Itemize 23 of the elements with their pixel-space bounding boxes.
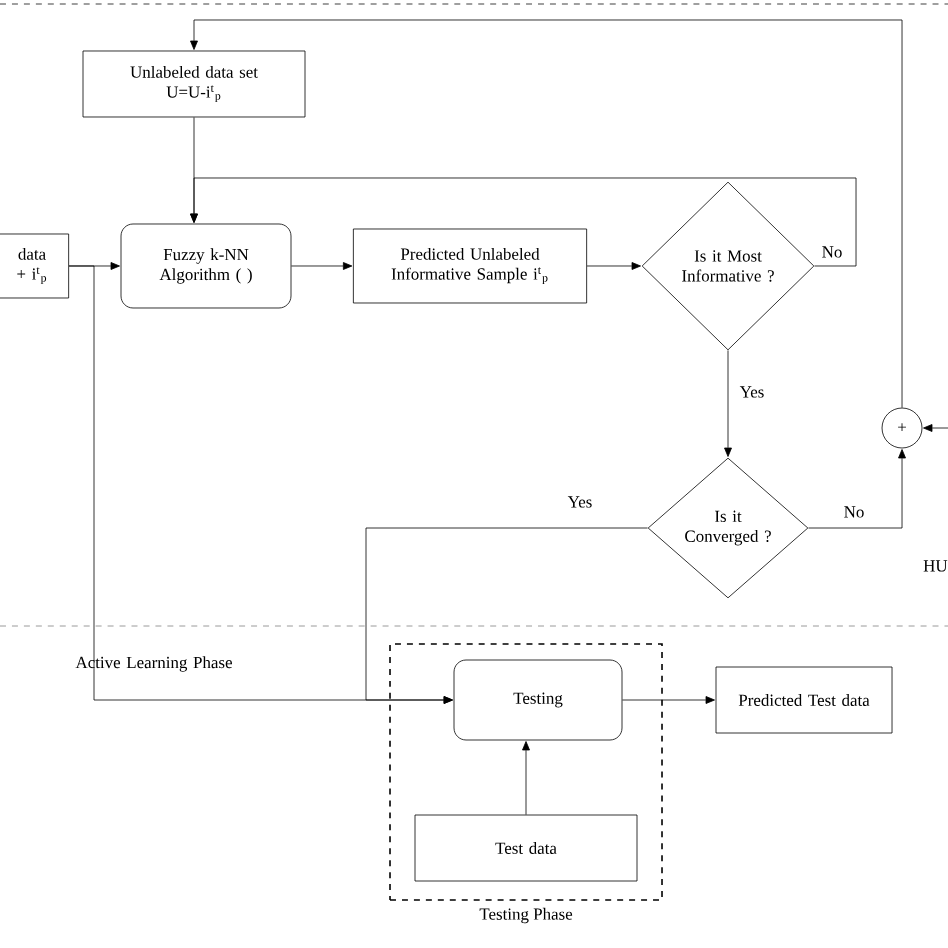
edge-label: No: [841, 504, 867, 520]
edge-label: No: [819, 244, 845, 260]
edge-label: Yes: [565, 494, 595, 510]
arrow: [68, 265, 453, 704]
arrow: [808, 449, 906, 529]
arrow: [522, 741, 530, 815]
phase-label: Active Learning Phase: [75, 656, 232, 672]
arrow: [190, 177, 857, 267]
edge-label: Yes: [737, 384, 767, 400]
node-label: Testing Phase: [479, 907, 573, 924]
process-box: Fuzzy k-NN Algorithm ( ): [120, 223, 292, 309]
arrow: [365, 527, 648, 704]
arrow: [190, 19, 903, 408]
process-box: Predicted Test data: [715, 666, 893, 734]
arrow: [622, 696, 715, 704]
arrow: [923, 424, 948, 432]
summing-junction: +: [881, 407, 923, 449]
process-box: Testing: [453, 659, 623, 741]
arrow: [291, 262, 353, 270]
cut-label: HU: [923, 560, 948, 572]
arrow: [724, 350, 732, 457]
arrow: [586, 262, 641, 270]
process-box: Test data: [414, 814, 638, 882]
